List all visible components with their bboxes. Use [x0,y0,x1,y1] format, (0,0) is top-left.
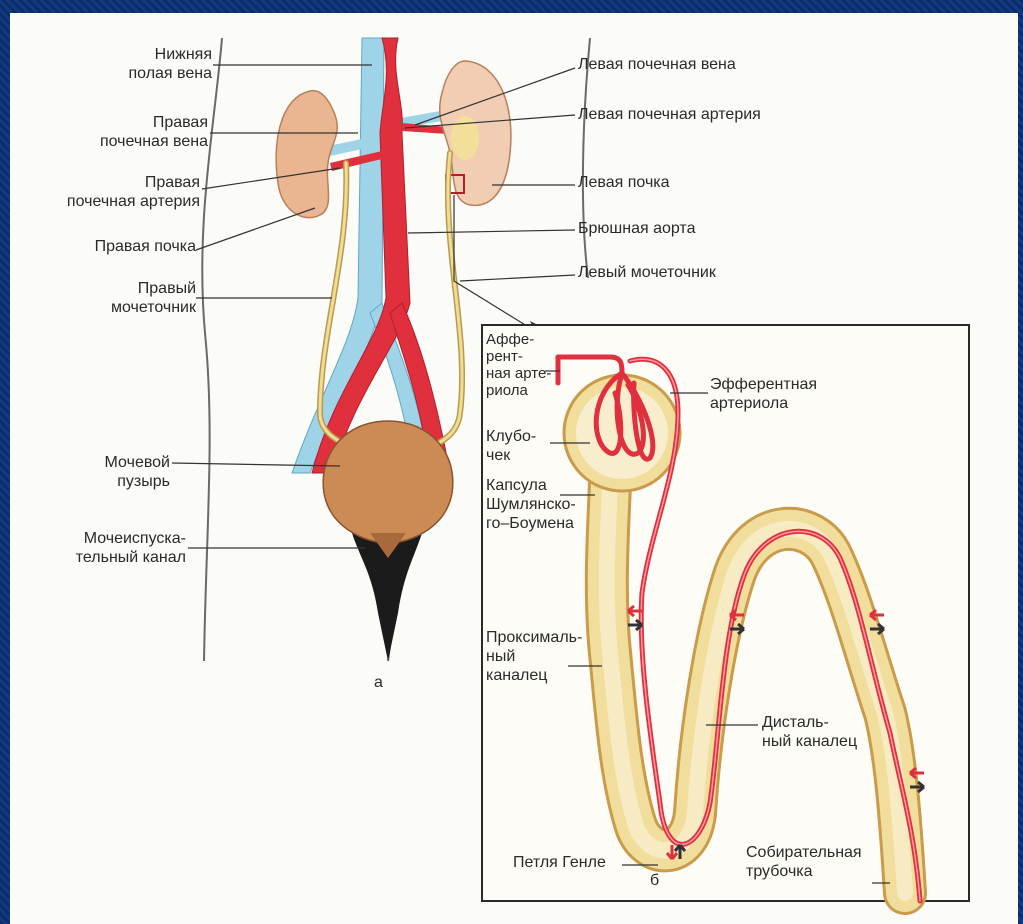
label-urethra: Мочеиспуска- тельный канал [30,529,186,567]
label-abdominal-aorta: Брюшная аорта [578,219,695,238]
label-collecting-duct: Собирательная трубочка [746,843,862,881]
label-right-ureter: Правый мочеточник [80,279,196,317]
label-proximal-tubule: Проксималь- ный каналец [486,628,582,685]
bladder-shape [323,421,453,543]
label-glomerulus: Клубо- чек [486,427,536,465]
label-left-kidney: Левая почка [578,173,670,192]
figure-label-a: а [374,673,383,692]
label-right-kidney: Правая почка [40,237,196,256]
label-left-renal-artery: Левая почечная артерия [578,105,761,124]
label-bowman-capsule: Капсула Шумлянско- го–Боумена [486,476,576,533]
diagram-canvas: Нижняя полая вена Правая почечная вена П… [10,13,1018,924]
label-afferent-arteriole: Аффе- рент- ная арте- риола [486,331,551,399]
label-right-renal-vein: Правая почечная вена [50,113,208,151]
label-vena-cava: Нижняя полая вена [100,45,212,83]
label-distal-tubule: Дисталь- ный каналец [762,713,857,751]
label-left-renal-vein: Левая почечная вена [578,55,736,74]
figure-label-b: б [650,871,659,890]
label-left-ureter: Левый мочеточник [578,263,716,282]
right-kidney-shape [276,91,337,218]
label-right-renal-artery: Правая почечная артерия [30,173,200,211]
label-bladder: Мочевой пузырь [50,453,170,491]
label-efferent-arteriole: Эфферентная артериола [710,375,817,413]
label-loop-of-henle: Петля Генле [513,853,606,872]
